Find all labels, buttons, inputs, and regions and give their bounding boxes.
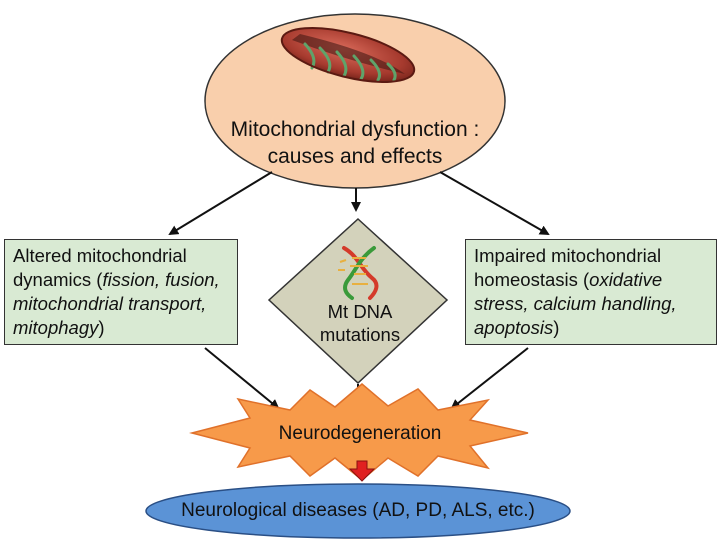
left-box-line4-plain: ) [98, 317, 105, 338]
right-box-line2: homeostasis (oxidative [474, 268, 710, 292]
right-box-line1: Impaired mitochondrial [474, 245, 662, 266]
arrow-dynamics-to-neuro [204, 347, 280, 410]
arrow-homeostasis-to-neuro [450, 347, 529, 410]
diamond-line1: Mt DNA [327, 301, 393, 322]
top-node-line1: Mitochondrial dysfunction : [230, 118, 480, 141]
mtdna-mutations-node [267, 217, 449, 385]
neurological-diseases-node [145, 483, 571, 539]
arrow-to-homeostasis [439, 171, 550, 235]
right-box-line3: stress, calcium handling, [474, 292, 710, 316]
left-box-line1: Altered mitochondrial [13, 245, 187, 266]
right-box-line4-plain: ) [553, 317, 560, 338]
left-box-line2-plain: dynamics ( [13, 269, 103, 290]
top-node-label: Mitochondrial dysfunction : causes and e… [205, 116, 505, 170]
left-box-line2-italic: fission, fusion, [102, 269, 220, 290]
left-box-line3-italic: mitochondrial transport, [13, 293, 207, 314]
diamond-line2: mutations [319, 324, 401, 345]
left-box-line4-italic: mitophagy [13, 317, 99, 338]
right-box-line3-italic: stress, calcium handling, [474, 293, 677, 314]
neurodegeneration-label: Neurodegeneration [278, 423, 442, 444]
right-box-line2-plain: homeostasis ( [474, 269, 590, 290]
dna-helix-icon [338, 246, 379, 300]
right-box-line2-italic: oxidative [589, 269, 663, 290]
arrow-to-dynamics [168, 171, 273, 236]
right-box-line4-italic: apoptosis [474, 317, 554, 338]
right-box-line4: apoptosis) [474, 316, 710, 340]
left-box-line3: mitochondrial transport, [13, 292, 231, 316]
diamond-label: Mt DNA mutations [300, 300, 420, 346]
left-box-line4: mitophagy) [13, 316, 231, 340]
impaired-homeostasis-box: Impaired mitochondrial homeostasis (oxid… [465, 239, 717, 345]
mitochondrion-icon [280, 27, 416, 83]
neurological-diseases-label: Neurological diseases (AD, PD, ALS, etc.… [181, 500, 535, 521]
neurodegeneration-node [189, 383, 529, 481]
altered-dynamics-box: Altered mitochondrial dynamics (fission,… [4, 239, 238, 345]
top-node-line2: causes and effects [267, 145, 443, 168]
red-down-arrow-icon [348, 460, 376, 482]
left-box-line2: dynamics (fission, fusion, [13, 268, 231, 292]
